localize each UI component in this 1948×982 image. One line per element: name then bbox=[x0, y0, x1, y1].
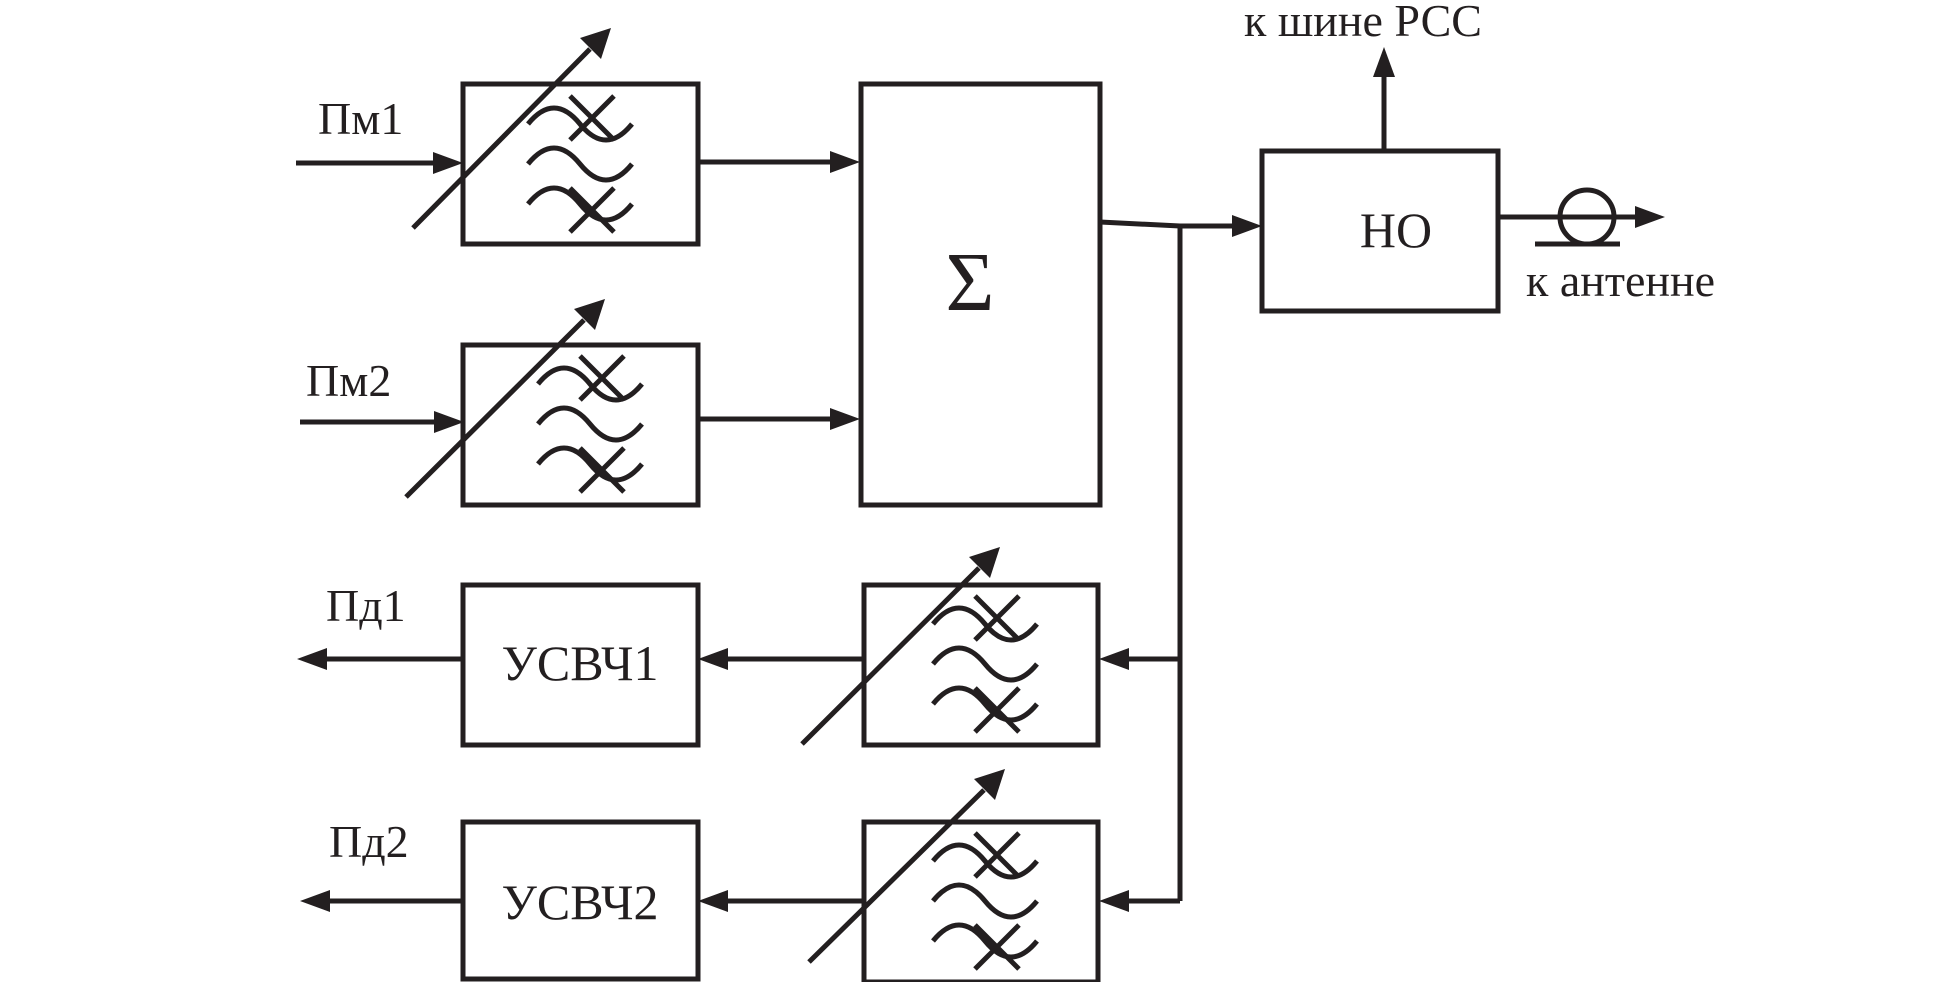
rx-filter-1 bbox=[800, 547, 1101, 748]
combiner-box bbox=[858, 81, 1103, 508]
input-label-pm1: Пм1 bbox=[318, 93, 403, 144]
filter-1-tuning-arrow-icon bbox=[411, 28, 611, 230]
amp-1-label: УСВЧ1 bbox=[501, 635, 658, 691]
filter-2-to-combiner-arrow bbox=[698, 408, 860, 430]
coupler-to-bus-arrow bbox=[1373, 47, 1395, 151]
rx-filter-1-box bbox=[861, 582, 1101, 748]
rx-filter-1-to-amp-1-arrow bbox=[698, 648, 864, 670]
input-line-pm1 bbox=[296, 152, 463, 174]
coupler-to-antenna-output bbox=[1498, 206, 1665, 228]
output-label-pd2: Пд2 bbox=[329, 816, 409, 867]
bus-to-rx-filter-1-arrow bbox=[1099, 648, 1180, 670]
coaxial-connector-icon bbox=[1535, 187, 1620, 247]
coupler-label: НО bbox=[1360, 202, 1432, 258]
rx-filter-2-box bbox=[861, 819, 1101, 982]
coupler-box bbox=[1259, 148, 1501, 314]
rx-filter-2 bbox=[807, 769, 1101, 982]
filter-1-to-combiner-arrow bbox=[698, 151, 860, 173]
bus-destination-label: к шине РСС bbox=[1244, 0, 1482, 46]
rx-filter-1-tuning-arrow-icon bbox=[800, 547, 1000, 746]
amp-1-to-pd1-arrow bbox=[297, 648, 463, 670]
antenna-destination-label: к антенне bbox=[1526, 255, 1715, 306]
rx-filter-2-to-amp-2-arrow bbox=[698, 890, 864, 912]
input-filter-2 bbox=[404, 299, 701, 508]
filter-2-box bbox=[460, 342, 701, 508]
input-label-pm2: Пм2 bbox=[306, 355, 391, 406]
input-line-pm2 bbox=[300, 411, 464, 433]
amp-2-to-pd2-arrow bbox=[300, 890, 463, 912]
output-label-pd1: Пд1 bbox=[326, 580, 406, 631]
bus-to-rx-filter-2-arrow bbox=[1099, 890, 1180, 912]
amp-2-label: УСВЧ2 bbox=[501, 874, 658, 930]
amp-1-box bbox=[460, 582, 701, 748]
amp-2-box bbox=[460, 819, 701, 982]
rx-filter-2-tuning-arrow-icon bbox=[807, 769, 1005, 964]
input-filter-1 bbox=[411, 28, 701, 247]
filter-2-tuning-arrow-icon bbox=[404, 299, 605, 499]
combiner-sigma: Σ bbox=[946, 236, 995, 329]
